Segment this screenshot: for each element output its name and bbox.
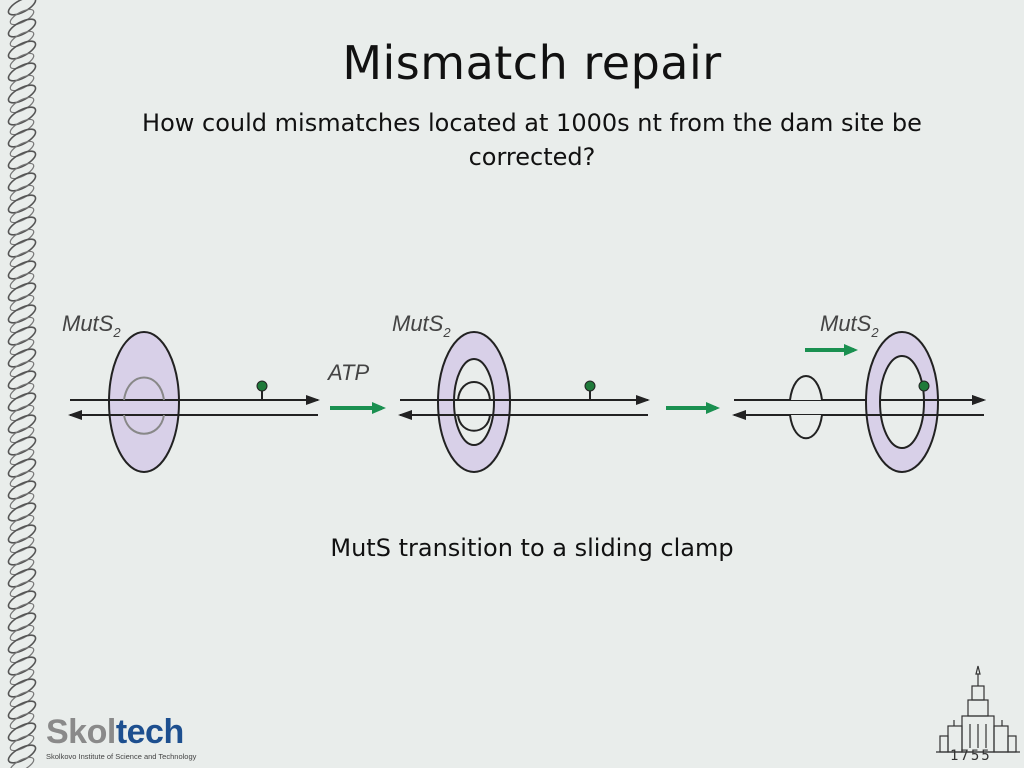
border-loop — [7, 194, 37, 214]
dna-kink-1 — [123, 376, 165, 401]
border-loop — [9, 734, 35, 752]
border-loop — [9, 690, 35, 708]
border-loop — [7, 590, 37, 610]
border-loop — [9, 426, 35, 444]
mutS-protein-1 — [108, 331, 180, 473]
border-loop — [9, 228, 35, 246]
year-badge: 1755 — [950, 748, 992, 764]
mismatch-dot-1 — [256, 380, 268, 392]
border-loop — [9, 602, 35, 620]
mutS-label-2: MutS2 — [392, 311, 451, 340]
border-loop — [7, 612, 37, 632]
border-loop — [9, 536, 35, 554]
border-loop — [9, 338, 35, 356]
skoltech-logo: Skoltech Skolkovo Institute of Science a… — [46, 714, 216, 768]
border-loop — [9, 514, 35, 532]
border-loop — [9, 382, 35, 400]
border-loop — [9, 448, 35, 466]
border-loop — [7, 260, 37, 280]
border-loop — [7, 150, 37, 170]
slide-caption: MutS transition to a sliding clamp — [330, 534, 734, 562]
border-loop — [7, 458, 37, 478]
border-loop — [7, 326, 37, 346]
border-loop — [7, 348, 37, 368]
slide-subtitle: How could mismatches located at 1000s nt… — [142, 109, 922, 171]
mutS-diagram: MutS2 ATP MutS2 MutS2 — [62, 311, 986, 473]
border-loop — [9, 470, 35, 488]
border-loop — [9, 756, 35, 768]
border-loop — [7, 744, 37, 764]
border-loop — [7, 414, 37, 434]
border-loop — [7, 0, 37, 16]
border-loop — [7, 238, 37, 258]
border-loop — [7, 634, 37, 654]
border-loop — [7, 678, 37, 698]
border-loop — [9, 206, 35, 224]
atp-label: ATP — [326, 360, 369, 385]
border-loop — [9, 712, 35, 730]
border-loop — [7, 18, 37, 38]
mutS-label-1: MutS2 — [62, 311, 121, 340]
border-loop — [7, 392, 37, 412]
border-loop — [9, 52, 35, 70]
border-loop — [7, 722, 37, 742]
border-loop — [9, 492, 35, 510]
border-loop — [9, 162, 35, 180]
border-loop — [7, 700, 37, 720]
border-loop — [7, 128, 37, 148]
border-loop — [7, 546, 37, 566]
border-loop — [9, 184, 35, 202]
border-loop — [9, 624, 35, 642]
border-loop — [9, 272, 35, 290]
border-loop — [9, 96, 35, 114]
border-loop — [7, 502, 37, 522]
mismatch-dot-2 — [584, 380, 596, 392]
border-loop — [9, 30, 35, 48]
border-loop — [9, 646, 35, 664]
border-loop — [7, 282, 37, 302]
panel-1: MutS2 — [62, 311, 320, 473]
border-loop — [7, 84, 37, 104]
border-loop — [9, 668, 35, 686]
border-loop — [9, 558, 35, 576]
border-loop — [9, 580, 35, 598]
border-loop — [9, 316, 35, 334]
border-loop — [7, 40, 37, 60]
border-loop — [7, 216, 37, 236]
border-loop — [7, 304, 37, 324]
mutS-label-3: MutS2 — [820, 311, 879, 340]
dna-bubble-3 — [789, 375, 823, 401]
logo-subtitle: Skolkovo Institute of Science and Techno… — [46, 752, 197, 761]
border-loop — [7, 524, 37, 544]
border-loop — [9, 74, 35, 92]
border-loop — [9, 404, 35, 422]
border-loop — [7, 106, 37, 126]
border-loop — [9, 118, 35, 136]
border-loop — [7, 656, 37, 676]
border-loop — [7, 62, 37, 82]
msu-building-icon — [936, 665, 1020, 753]
border-loop — [7, 370, 37, 390]
border-loop — [7, 568, 37, 588]
border-loop — [7, 436, 37, 456]
border-loop — [7, 480, 37, 500]
border-loop — [7, 172, 37, 192]
logo-wordmark: Skoltech — [46, 713, 184, 751]
border-loop — [9, 294, 35, 312]
slide-title: Mismatch repair — [342, 36, 722, 90]
panel-2: MutS2 — [392, 311, 650, 473]
border-loop — [9, 140, 35, 158]
mismatch-dot-3 — [918, 380, 930, 392]
braided-border — [7, 0, 37, 768]
border-loop — [9, 8, 35, 26]
border-loop — [9, 360, 35, 378]
panel-3: MutS2 — [732, 311, 986, 473]
border-loop — [9, 250, 35, 268]
